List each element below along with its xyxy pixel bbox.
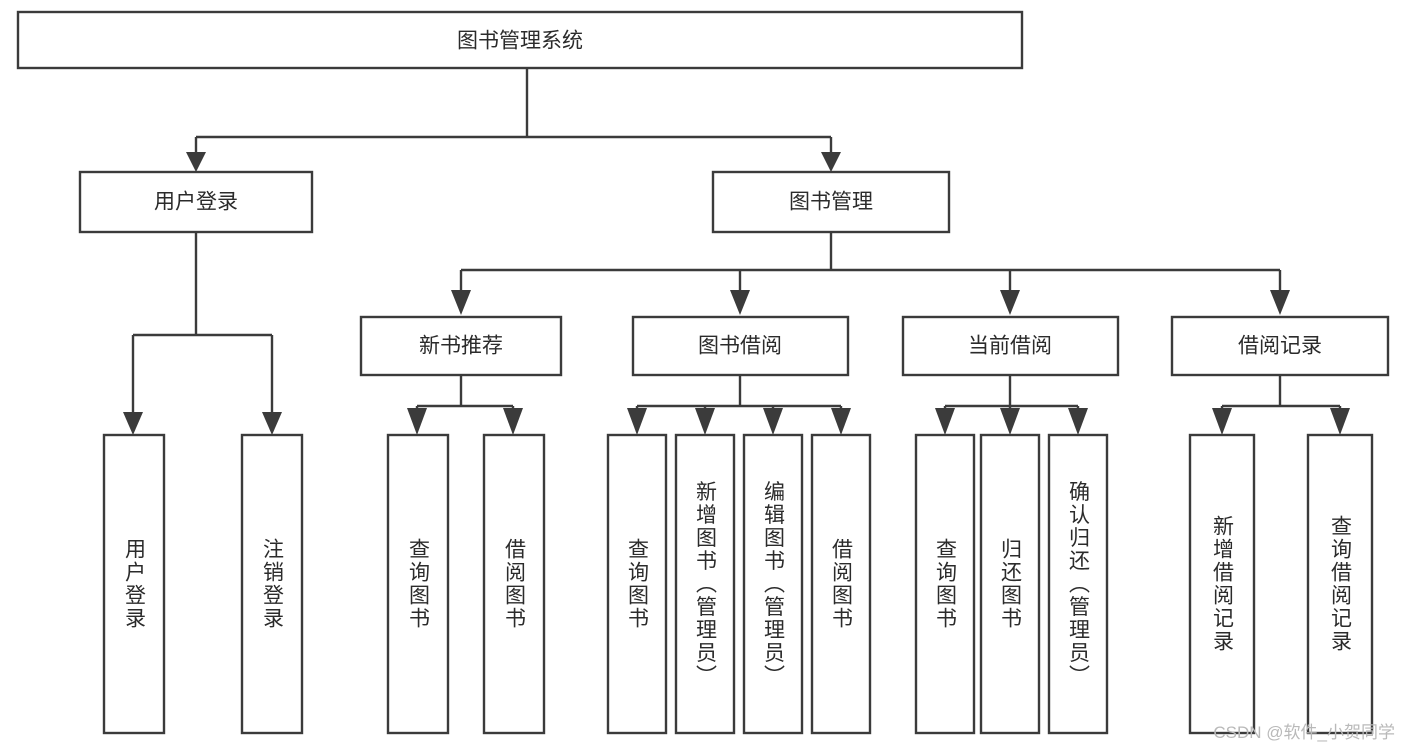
leaf-box-query-borrow-record[interactable] [1306, 433, 1374, 735]
node-borrow-record[interactable]: 借阅记录 [1170, 315, 1390, 377]
leaf-label-edit-book-admin: 编辑图书（管理员） [762, 481, 786, 688]
arrow-leaf-borrow-book-2 [831, 408, 851, 435]
arrow-leaf-query-book-1 [407, 408, 427, 435]
node-current-borrow[interactable]: 当前借阅 [901, 315, 1120, 377]
leaf-label-user-login: 用户登录 [123, 538, 147, 630]
leaf-logout[interactable]: 注销登录 [240, 433, 304, 735]
leaf-box-add-book-admin[interactable] [674, 433, 736, 735]
leaf-box-add-borrow-record[interactable] [1188, 433, 1256, 735]
node-label-borrow-record: 借阅记录 [1238, 335, 1322, 358]
leaf-label-borrow-book-borrow: 借阅图书 [830, 538, 854, 630]
leaf-label-query-book-borrow: 查询图书 [626, 538, 650, 630]
arrow-to-user-login [186, 152, 206, 172]
arrow-to-current-borrow [1000, 290, 1020, 315]
node-box-current-borrow[interactable] [901, 315, 1120, 377]
node-box-root[interactable] [16, 10, 1024, 70]
leaf-borrow-book-newbook[interactable]: 借阅图书 [482, 433, 546, 735]
arrow-leaf-borrow-book-1 [503, 408, 523, 435]
arrow-to-borrow-record [1270, 290, 1290, 315]
arrow-leaf-edit-book [763, 408, 783, 435]
arrow-leaf-user-login [123, 412, 143, 435]
node-new-book-recommend[interactable]: 新书推荐 [359, 315, 563, 377]
leaf-add-book-admin[interactable]: 新增图书（管理员） [674, 433, 736, 735]
leaf-return-book[interactable]: 归还图书 [979, 433, 1041, 735]
arrow-leaf-query-record [1330, 408, 1350, 435]
leaf-query-borrow-record[interactable]: 查询借阅记录 [1306, 433, 1374, 735]
arrow-leaf-add-record [1212, 408, 1232, 435]
arrow-leaf-return-book [1000, 408, 1020, 435]
node-box-user-login[interactable] [78, 170, 314, 234]
leaf-user-login[interactable]: 用户登录 [102, 433, 166, 735]
leaf-label-confirm-return-admin: 确认归还（管理员） [1067, 481, 1091, 688]
leaf-box-borrow-book-borrow[interactable] [810, 433, 872, 735]
leaf-label-query-book-newbook: 查询图书 [407, 538, 431, 630]
connector-layer [123, 68, 1350, 435]
leaf-label-add-borrow-record: 新增借阅记录 [1211, 515, 1235, 653]
leaf-box-edit-book-admin[interactable] [742, 433, 804, 735]
leaf-query-book-current[interactable]: 查询图书 [914, 433, 976, 735]
leaf-box-user-login[interactable] [102, 433, 166, 735]
node-box-book-management[interactable] [711, 170, 951, 234]
leaf-edit-book-admin[interactable]: 编辑图书（管理员） [742, 433, 804, 735]
node-book-management[interactable]: 图书管理 [711, 170, 951, 234]
leaf-label-add-book-admin: 新增图书（管理员） [694, 481, 718, 688]
leaf-label-logout: 注销登录 [261, 538, 285, 630]
arrow-leaf-confirm-return [1068, 408, 1088, 435]
node-box-new-book-recommend[interactable] [359, 315, 563, 377]
arrow-leaf-query-book-2 [627, 408, 647, 435]
arrow-leaf-logout [262, 412, 282, 435]
leaf-box-borrow-book-newbook[interactable] [482, 433, 546, 735]
leaf-box-logout[interactable] [240, 433, 304, 735]
leaf-label-query-book-current: 查询图书 [934, 538, 958, 630]
arrow-to-book-mgmt [821, 152, 841, 172]
node-label-root: 图书管理系统 [457, 30, 583, 53]
leaf-label-return-book: 归还图书 [999, 538, 1023, 630]
leaf-query-book-borrow[interactable]: 查询图书 [606, 433, 668, 735]
arrow-to-new-book-rec [451, 290, 471, 315]
arrow-leaf-query-book-3 [935, 408, 955, 435]
node-book-management-system[interactable]: 图书管理系统 [16, 10, 1024, 70]
leaf-box-return-book[interactable] [979, 433, 1041, 735]
arrow-to-book-borrow [730, 290, 750, 315]
node-user-login[interactable]: 用户登录 [78, 170, 314, 234]
leaf-label-query-borrow-record: 查询借阅记录 [1329, 515, 1353, 653]
node-box-borrow-record[interactable] [1170, 315, 1390, 377]
leaf-borrow-book-borrow[interactable]: 借阅图书 [810, 433, 872, 735]
leaf-box-query-book-current[interactable] [914, 433, 976, 735]
node-book-borrow[interactable]: 图书借阅 [631, 315, 850, 377]
leaf-query-book-newbook[interactable]: 查询图书 [386, 433, 450, 735]
node-box-book-borrow[interactable] [631, 315, 850, 377]
node-label-current-borrow: 当前借阅 [968, 335, 1052, 358]
leaf-add-borrow-record[interactable]: 新增借阅记录 [1188, 433, 1256, 735]
node-label-new-book-recommend: 新书推荐 [419, 335, 503, 358]
leaf-box-confirm-return-admin[interactable] [1047, 433, 1109, 735]
node-label-book-management: 图书管理 [789, 191, 873, 214]
leaf-label-borrow-book-newbook: 借阅图书 [503, 538, 527, 630]
node-label-book-borrow: 图书借阅 [698, 335, 782, 358]
leaf-confirm-return-admin[interactable]: 确认归还（管理员） [1047, 433, 1109, 735]
leaf-box-query-book-newbook[interactable] [386, 433, 450, 735]
node-label-user-login: 用户登录 [154, 191, 238, 214]
leaf-box-query-book-borrow[interactable] [606, 433, 668, 735]
arrow-leaf-add-book [695, 408, 715, 435]
